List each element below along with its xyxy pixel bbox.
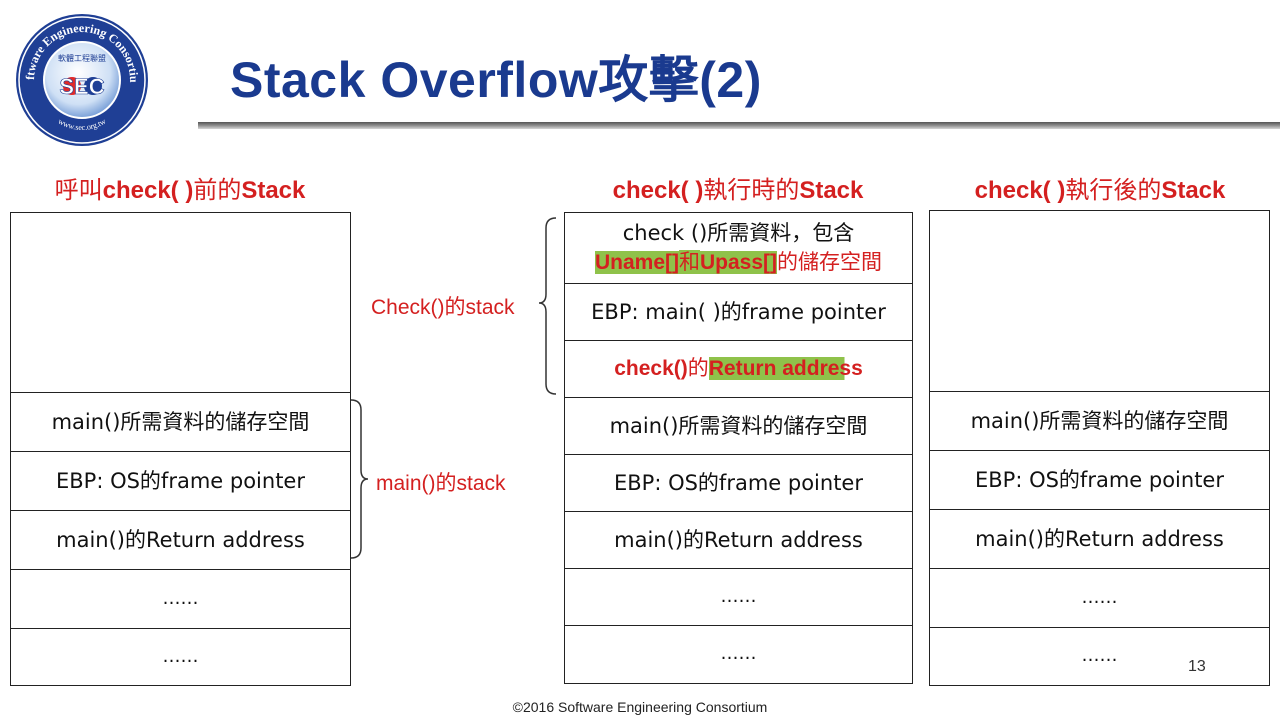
stack-cell-ebp: EBP: OS的frame pointer [565,454,912,511]
check-data-line2: Uname[]和Upass[]的儲存空間 [594,248,883,277]
stack-cell-return: main()的Return address [930,509,1269,568]
page-number: 13 [1188,658,1206,675]
copyright-footer: ©2016 Software Engineering Consortium [512,699,768,715]
of-text: 的 [687,356,709,381]
heading-suffix: Stack [1161,177,1226,204]
stack-cell-ellipsis: …… [930,568,1269,627]
main-stack-label: main()的stack [376,472,506,495]
heading-suffix: Stack [241,177,306,204]
stack-cell-return: main()的Return address [11,510,350,569]
logo-inner-text: 軟體工程聯盟 [58,53,106,63]
stack-during-call: check ()所需資料，包含 Uname[]和Upass[]的儲存空間 EBP… [564,212,913,684]
check-func: check() [614,357,688,381]
stack-cell-ellipsis: …… [565,568,912,625]
stack-cell-ebp-main: EBP: main( )的frame pointer [565,283,912,340]
heading-suffix: Stack [799,177,864,204]
heading-func: check( ) [102,177,194,204]
sec-logo: Software Engineering Consortium www.sec.… [9,1,150,148]
logo-center-text: SEC [59,74,104,99]
stack-cell-ebp: EBP: OS的frame pointer [930,450,1269,509]
stack-before-call: main()所需資料的儲存空間 EBP: OS的frame pointer ma… [10,212,351,686]
stack-cell-ebp: EBP: OS的frame pointer [11,451,350,510]
stack-cell-main-data: main()所需資料的儲存空間 [565,397,912,454]
stack-cell-main-data: main()所需資料的儲存空間 [930,391,1269,450]
page-title: Stack Overflow攻擊(2) [230,52,762,108]
heading-cjk: 執行時的 [703,176,800,204]
and-text: 和 [678,249,700,274]
stack-cell-ellipsis: …… [930,627,1269,685]
title-divider [198,122,1280,129]
stack-after-call: main()所需資料的儲存空間 EBP: OS的frame pointer ma… [929,210,1270,686]
return-address-text: Return address [708,357,863,381]
main-stack-brace [350,399,369,559]
storage-text: 的儲存空間 [777,249,883,274]
check-return-text: check()的Return address [614,354,863,383]
uname-buffer: Uname[] [594,250,679,274]
upass-buffer: Upass[] [699,250,778,274]
stack-cell-main-data: main()所需資料的儲存空間 [11,392,350,451]
stack-cell-ellipsis: …… [11,628,350,686]
column-heading-after: check( )執行後的Stack [930,170,1270,205]
check-stack-label: Check()的stack [371,296,515,319]
column-heading-during: check( )執行時的Stack [564,170,912,205]
heading-func: check( ) [974,177,1066,204]
stack-cell-return: main()的Return address [565,511,912,568]
stack-cell-check-return: check()的Return address [565,340,912,397]
stack-cell-ellipsis: …… [565,625,912,683]
stack-cell-ellipsis: …… [11,569,350,628]
stack-cell-check-data: check ()所需資料，包含 Uname[]和Upass[]的儲存空間 [565,213,912,283]
heading-cjk: 前的 [193,176,242,204]
column-heading-before: 呼叫check( )前的Stack [10,170,350,205]
heading-func: check( ) [612,177,704,204]
heading-cjk: 執行後的 [1065,176,1162,204]
check-stack-brace [538,217,557,395]
check-data-line1: check ()所需資料，包含 [622,221,855,246]
heading-prefix: 呼叫 [54,176,103,204]
